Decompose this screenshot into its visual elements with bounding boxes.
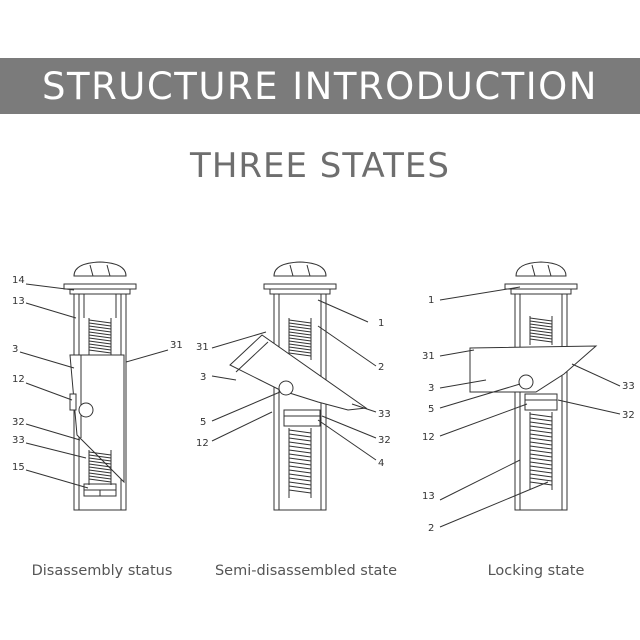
blade — [69, 354, 125, 484]
callout-12: 12 — [196, 438, 209, 449]
header-band: STRUCTURE INTRODUCTION — [0, 58, 640, 114]
pivot-pin — [78, 402, 94, 418]
callout-33: 33 — [378, 409, 391, 420]
callout-31: 31 — [422, 351, 435, 362]
callout-2: 2 — [378, 362, 384, 373]
callout-1: 1 — [378, 318, 384, 329]
nut-block — [283, 409, 321, 427]
nut-block — [524, 393, 558, 411]
callout-14: 14 — [12, 275, 25, 286]
callout-13: 13 — [422, 491, 435, 502]
callout-3: 3 — [12, 344, 18, 355]
flange — [63, 283, 137, 290]
anchor-semi — [211, 261, 377, 511]
caption-locking-state: Locking state — [487, 563, 585, 579]
anchor-disassembly — [19, 261, 169, 511]
blade — [229, 334, 368, 411]
upper-spring — [288, 318, 312, 360]
callout-32: 32 — [622, 410, 635, 421]
pivot-pin — [518, 374, 534, 390]
callout-12: 12 — [12, 374, 25, 385]
callout-3: 3 — [428, 383, 434, 394]
callout-32: 32 — [378, 435, 391, 446]
header-title: STRUCTURE INTRODUCTION — [42, 64, 598, 108]
screw-head — [73, 261, 127, 277]
blade — [469, 345, 598, 393]
upper-spring — [529, 316, 553, 345]
callout-1: 1 — [428, 295, 434, 306]
anchor-locking — [439, 261, 621, 528]
callout-2: 2 — [428, 523, 434, 534]
screw-head — [273, 261, 327, 277]
callout-4: 4 — [378, 458, 384, 469]
flange — [504, 283, 578, 290]
lower-spring — [88, 450, 112, 485]
callout-31: 31 — [196, 342, 209, 353]
caption-disassembly-status: Disassembly status — [31, 563, 173, 579]
screw-head — [515, 261, 567, 277]
callout-33: 33 — [622, 381, 635, 392]
caption-semi-disassembled-state: Semi-disassembled state — [214, 563, 398, 579]
callout-13: 13 — [12, 296, 25, 307]
callout-3: 3 — [200, 372, 206, 383]
lower-spring — [529, 412, 553, 490]
flange — [263, 283, 337, 290]
callout-12: 12 — [422, 432, 435, 443]
pivot-pin — [278, 380, 294, 396]
callout-5: 5 — [200, 417, 206, 428]
lower-spring — [288, 428, 312, 498]
callout-32: 32 — [12, 417, 25, 428]
callout-15: 15 — [12, 462, 25, 473]
upper-spring — [88, 318, 112, 356]
callout-33: 33 — [12, 435, 25, 446]
callout-5: 5 — [428, 404, 434, 415]
section-subtitle: THREE STATES — [190, 146, 450, 186]
callout-31: 31 — [170, 340, 183, 351]
